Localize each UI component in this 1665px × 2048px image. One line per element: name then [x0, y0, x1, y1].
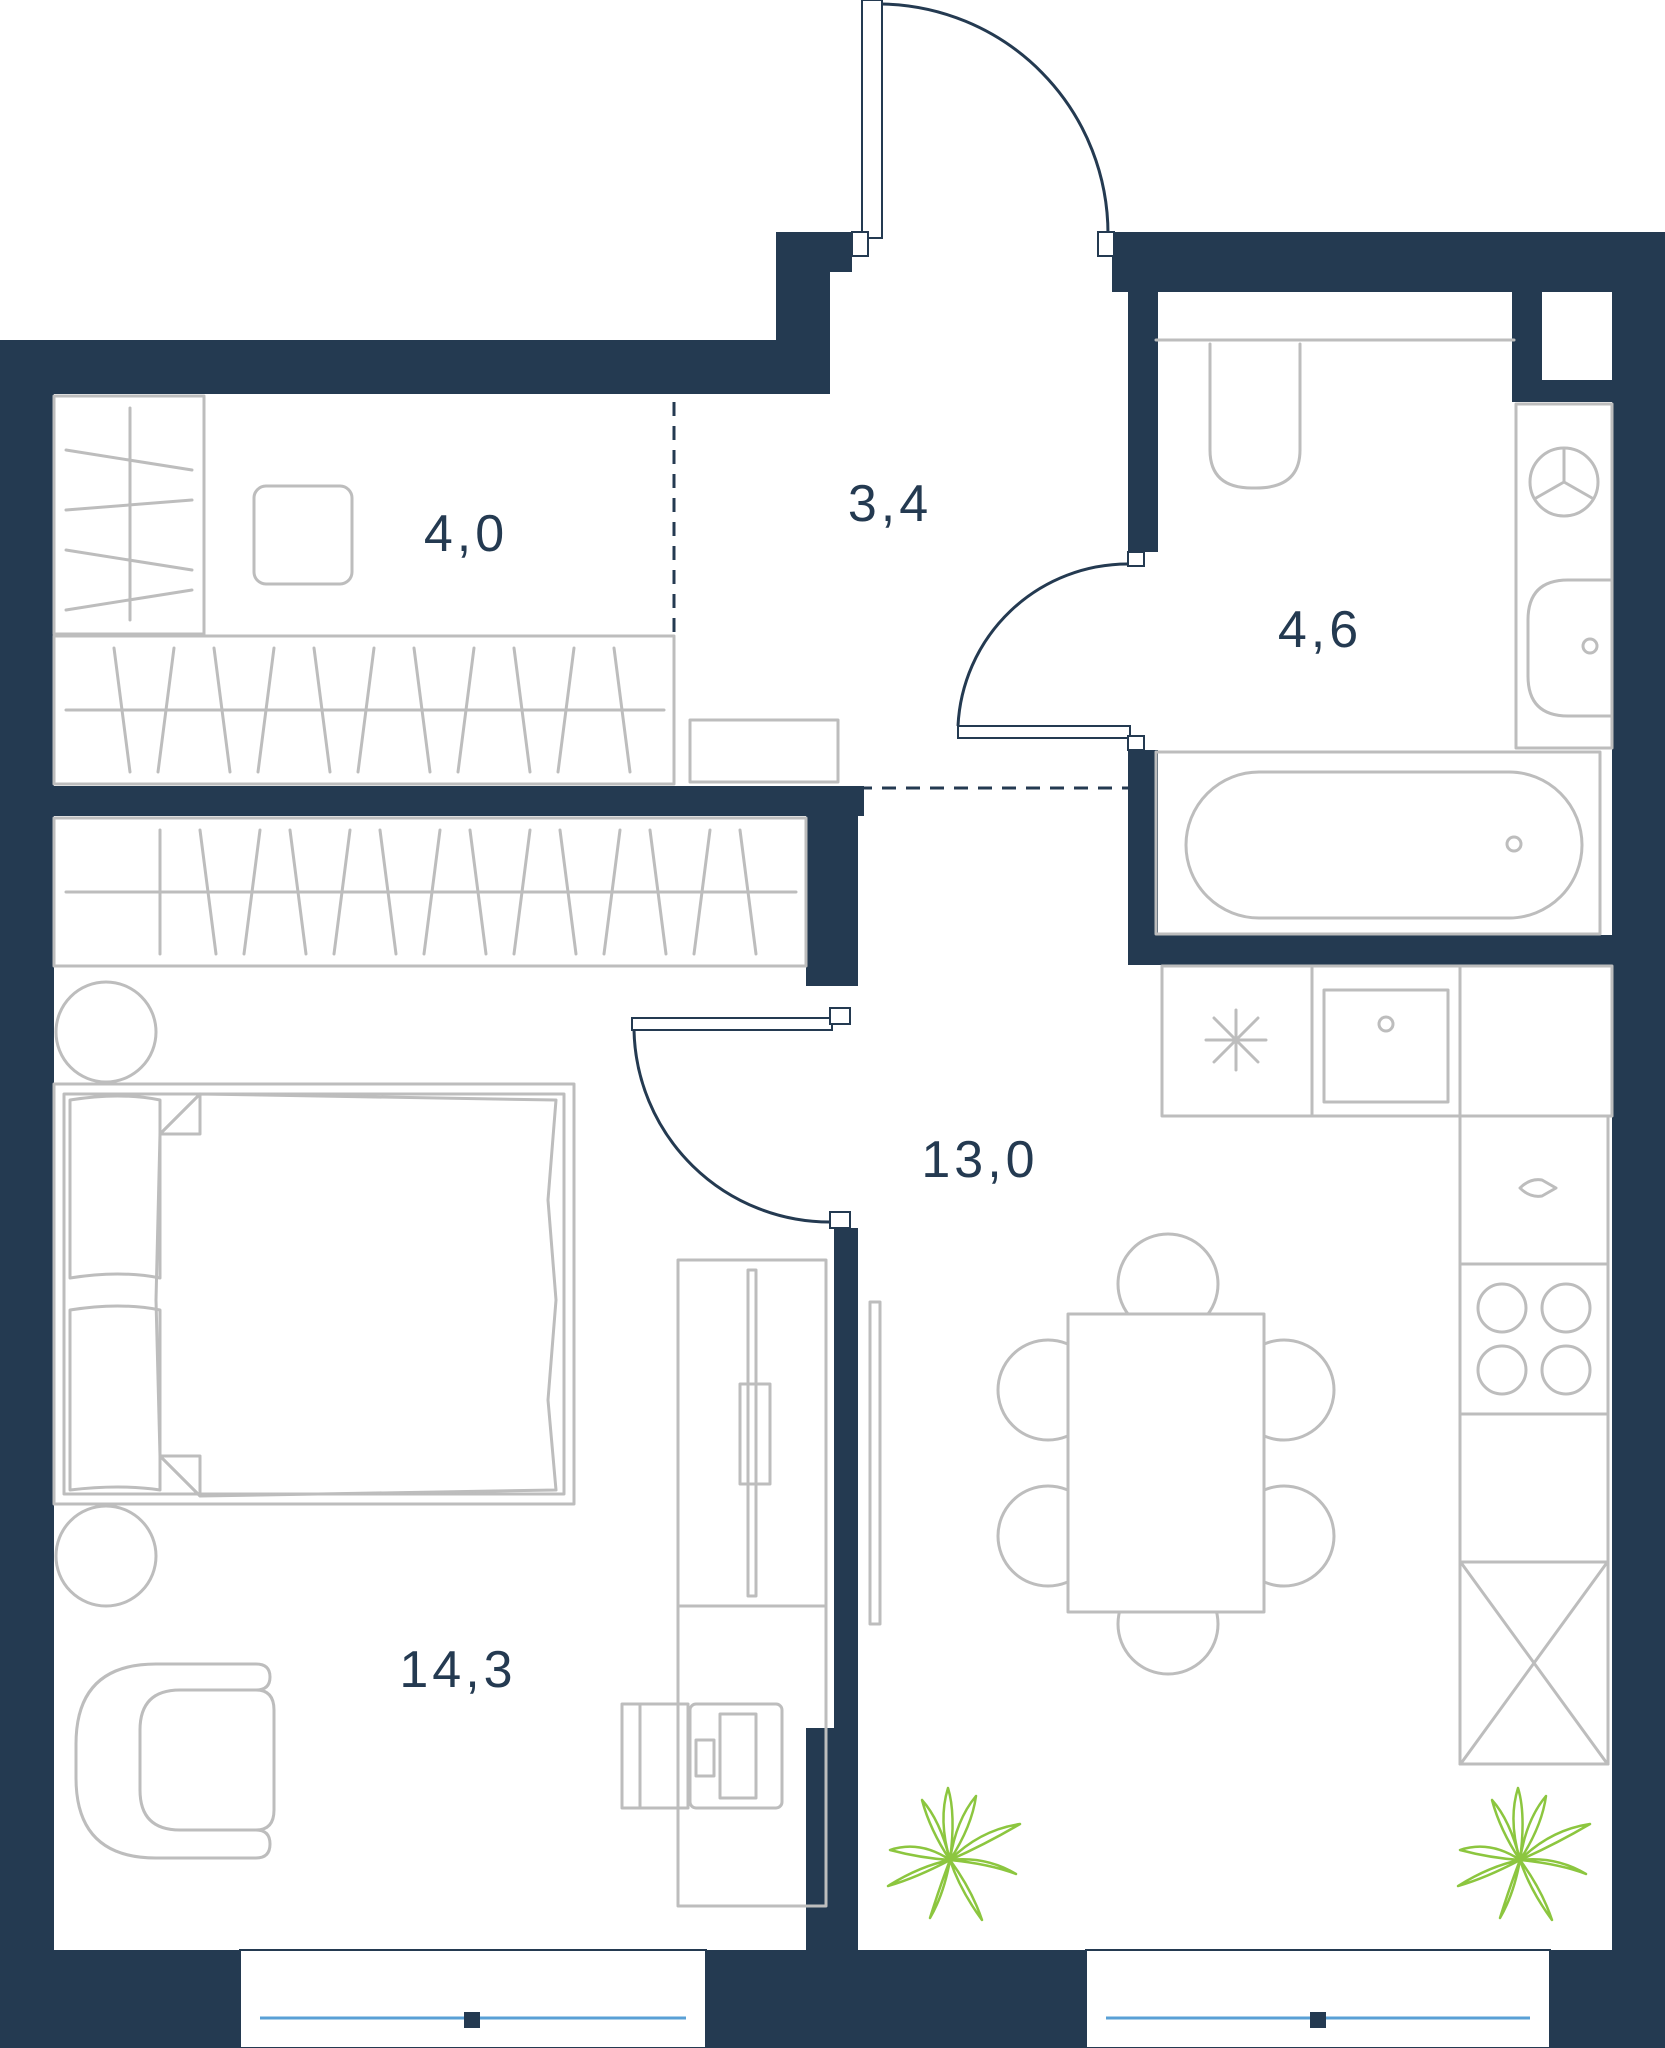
area-label-bathroom: 4,6 [1277, 601, 1363, 659]
toilet-icon [1208, 342, 1302, 490]
bathroom-fixtures [1154, 338, 1614, 936]
plant-icon [886, 1786, 1022, 1922]
area-label-storage: 4,0 [423, 505, 509, 563]
windows [239, 1949, 1551, 2048]
area-label-bedroom: 14,3 [399, 1641, 517, 1699]
shoe-cabinet [688, 718, 840, 784]
area-label-hallway: 3,4 [847, 475, 933, 533]
tv-icon [868, 1300, 882, 1626]
kitchen-furniture [868, 964, 1614, 1766]
fridge-icon [1458, 1560, 1610, 1766]
doors [631, 0, 1145, 1229]
stove-icon [1476, 1282, 1592, 1396]
sink-icon [1526, 578, 1614, 718]
walls [0, 232, 1665, 2048]
plant-icon [1456, 1786, 1592, 1922]
area-label-kitchen-living: 13,0 [921, 1131, 1039, 1189]
bathtub-icon [1154, 750, 1602, 936]
armchair-icon [74, 1662, 272, 1860]
bedroom-furniture [52, 816, 828, 1908]
sink-icon [1322, 988, 1450, 1104]
bed-icon [52, 1082, 576, 1506]
dining-set [996, 1232, 1336, 1676]
washing-machine-icon [1528, 446, 1600, 518]
storage-furniture [52, 394, 676, 786]
fan-icon [1204, 1008, 1268, 1072]
